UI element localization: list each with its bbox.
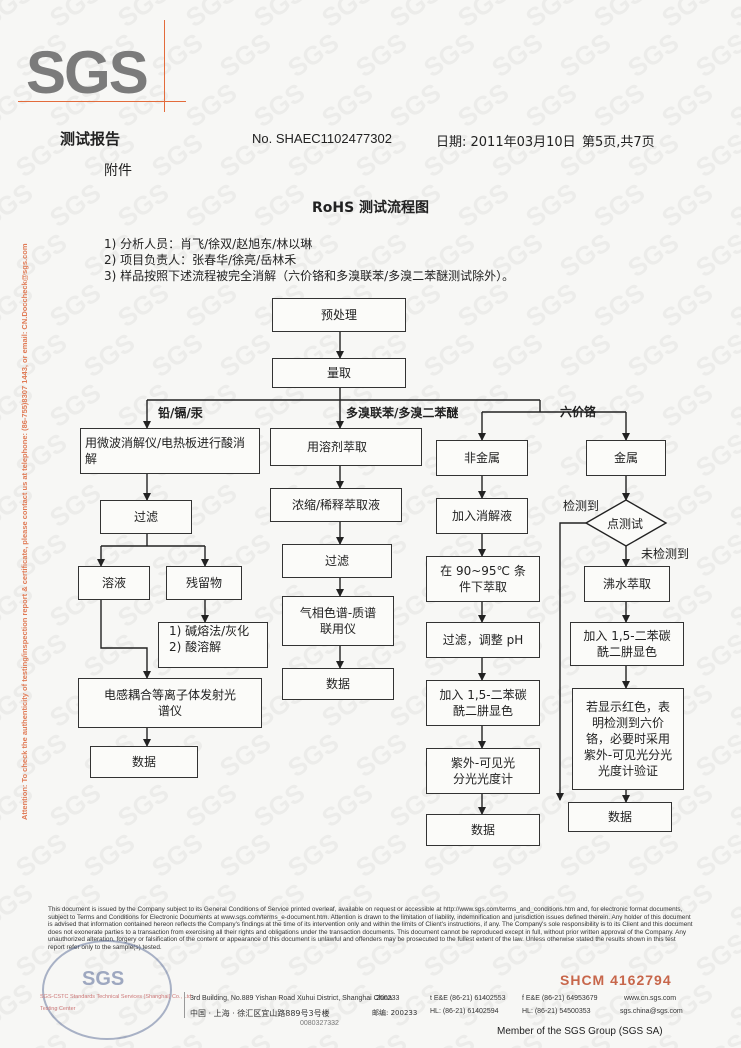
- col1-residue: 残留物: [166, 566, 242, 600]
- report-title: 测试报告: [60, 130, 121, 148]
- residue-method-1: 1) 碱熔法/灰化: [169, 624, 250, 638]
- col1-filter: 过滤: [100, 500, 192, 534]
- col4-metal: 金属: [586, 440, 666, 476]
- sgs-seal-stamp: [42, 940, 172, 1040]
- col1-residue-methods: 1) 碱熔法/灰化 2) 酸溶解: [158, 622, 268, 668]
- sgs-logo: SGS: [26, 39, 149, 106]
- col1-icp: 电感耦合等离子体发射光谱仪: [78, 678, 262, 728]
- col1-acid-digestion: 用微波消解仪/电热板进行酸消解: [80, 428, 260, 474]
- col3-reagent: 加入 1,5-二苯碳酰二肼显色: [426, 680, 540, 726]
- footer-fax-en: f E&E (86-21) 64953679: [522, 995, 598, 1002]
- col3-nonmetal: 非金属: [436, 440, 528, 476]
- footer-web: www.cn.sgs.com: [624, 995, 677, 1002]
- residue-method-2: 2) 酸溶解: [169, 640, 222, 654]
- footer-code: 0080327332: [300, 1020, 339, 1027]
- spot-test-diamond: [584, 499, 668, 547]
- footer-company-2: Testing Center: [40, 1006, 76, 1012]
- footer-email: sgs.china@sgs.com: [620, 1008, 683, 1015]
- footer-address-cn: 中国 · 上海 · 徐汇区宜山路889号3号楼: [190, 1009, 330, 1018]
- col4-spot-test: 点测试: [607, 517, 644, 531]
- notes-list: 1) 分析人员：肖飞/徐双/赵旭东/林以琳 2) 项目负责人：张春华/徐亮/岳林…: [104, 236, 514, 284]
- col2-data: 数据: [282, 668, 394, 700]
- note-item: 3) 样品按照下述流程被完全消解（六价铬和多溴联苯/多溴二苯醚测试除外）。: [104, 269, 515, 283]
- col3-uv-vis: 紫外-可见光分光光度计: [426, 748, 540, 794]
- section-appendix: 附件: [104, 163, 132, 179]
- report-number: No. SHAEC1102477302: [252, 131, 392, 146]
- footer-zip-en: 200233: [376, 995, 400, 1002]
- col4-boil-extract: 沸水萃取: [584, 566, 670, 602]
- logo-rule-horizontal: [18, 101, 186, 102]
- col1-solution: 溶液: [78, 566, 150, 600]
- col2-solvent-extraction: 用溶剂萃取: [270, 428, 422, 466]
- footer-company: SGS-CSTC Standards Technical Services (S…: [40, 994, 193, 1000]
- step-pretreatment: 预处理: [272, 298, 406, 332]
- footer-member: Member of the SGS Group (SGS SA): [497, 1026, 663, 1037]
- col4-data: 数据: [568, 802, 672, 832]
- branch-label-metals: 铅/镉/汞: [158, 406, 203, 420]
- col4-not-detected-label: 未检测到: [641, 547, 690, 561]
- document-title: RoHS 测试流程图: [311, 200, 430, 216]
- col1-data: 数据: [90, 746, 198, 778]
- col2-filter: 过滤: [282, 544, 392, 578]
- col4-reagent: 加入 1,5-二苯碳酰二肼显色: [570, 622, 684, 666]
- report-date: 日期: 2011年03月10日: [436, 135, 576, 150]
- col3-data: 数据: [426, 814, 540, 846]
- terms-fine-print: This document is issued by the Company s…: [48, 906, 693, 951]
- col2-concentrate: 浓缩/稀释萃取液: [270, 488, 402, 522]
- col4-verify: 若显示红色，表明检测到六价铬，必要时采用紫外-可见光分光光度计验证: [572, 688, 684, 790]
- footer-fax-cn: HL: (86-21) 54500353: [522, 1008, 591, 1015]
- footer-tel-cn: HL: (86-21) 61402594: [430, 1008, 499, 1015]
- col3-filter-ph: 过滤，调整 pH: [426, 622, 540, 658]
- footer-tel-en: t E&E (86-21) 61402553: [430, 995, 506, 1002]
- seal-text: SGS: [82, 968, 125, 990]
- footer-divider: [184, 992, 185, 1018]
- branch-label-pbb: 多溴联苯/多溴二苯醚: [346, 406, 459, 420]
- footer-zip-cn: 邮编: 200233: [372, 1009, 418, 1017]
- note-item: 2) 项目负责人：张春华/徐亮/岳林禾: [104, 253, 297, 267]
- serial-number: SHCM 4162794: [560, 972, 672, 988]
- page-indicator: 第5页,共7页: [582, 135, 655, 150]
- col2-gcms: 气相色谱-质谱联用仪: [282, 596, 394, 646]
- footer-address-en: 3rd Building, No.889 Yishan Road Xuhui D…: [190, 995, 392, 1002]
- branch-label-cr6: 六价铬: [560, 405, 597, 419]
- col3-heat-extract: 在 90~95℃ 条件下萃取: [426, 556, 540, 602]
- logo-rule-vertical: [164, 20, 165, 112]
- col4-detected-label: 检测到: [563, 499, 600, 513]
- note-item: 1) 分析人员：肖飞/徐双/赵旭东/林以琳: [104, 237, 313, 251]
- step-measure: 量取: [272, 358, 406, 388]
- col3-add-digestion: 加入消解液: [436, 498, 528, 534]
